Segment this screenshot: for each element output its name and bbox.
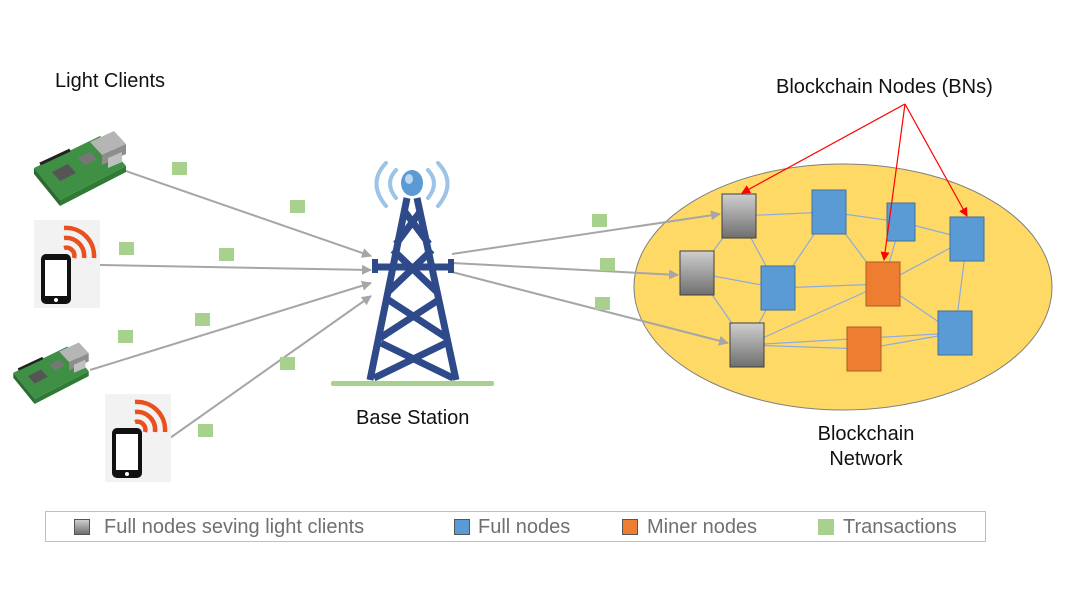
full-node bbox=[760, 265, 796, 311]
miner-node bbox=[846, 326, 882, 372]
miner-node bbox=[865, 261, 901, 307]
transaction-icon bbox=[198, 424, 213, 437]
legend-label: Full nodes bbox=[478, 515, 571, 538]
transaction-icon bbox=[195, 313, 210, 326]
legend: Full nodes seving light clients Full nod… bbox=[45, 511, 986, 542]
transaction-icon bbox=[592, 214, 607, 227]
legend-item-transactions: Transactions bbox=[818, 515, 957, 539]
blockchain-network-line2: Network bbox=[829, 448, 903, 470]
raspberry-pi-icon bbox=[13, 342, 89, 404]
blockchain-network-line1: Blockchain bbox=[817, 423, 915, 445]
full-node bbox=[949, 216, 985, 262]
bn-callout-arrows bbox=[741, 103, 968, 261]
full-node-serving-light-clients bbox=[679, 250, 715, 296]
legend-label: Miner nodes bbox=[647, 515, 758, 538]
blockchain-network-label: Blockchain Network bbox=[796, 423, 936, 471]
transaction-icon bbox=[119, 242, 134, 255]
full-node bbox=[886, 202, 916, 242]
blockchain-nodes bbox=[679, 189, 985, 372]
legend-swatch-blue bbox=[454, 519, 470, 535]
legend-item-full-nodes: Full nodes bbox=[454, 515, 570, 539]
legend-item-miner-nodes: Miner nodes bbox=[622, 515, 757, 539]
transaction-icon bbox=[118, 330, 133, 343]
blockchain-nodes-label: Blockchain Nodes (BNs) bbox=[776, 76, 993, 98]
smartphone-icon bbox=[34, 220, 100, 308]
base-station-label: Base Station bbox=[356, 407, 470, 429]
legend-label: Full nodes seving light clients bbox=[104, 515, 365, 538]
legend-label: Transactions bbox=[843, 515, 957, 538]
full-node bbox=[811, 189, 847, 235]
transaction-icon bbox=[280, 357, 295, 370]
full-node bbox=[937, 310, 973, 356]
light-clients-label: Light Clients bbox=[55, 70, 166, 92]
transactions bbox=[118, 162, 615, 437]
transaction-icon bbox=[172, 162, 187, 175]
legend-swatch-green bbox=[818, 519, 834, 535]
tower-to-network-arrows bbox=[451, 210, 729, 346]
full-node-serving-light-clients bbox=[729, 322, 765, 368]
full-node-serving-light-clients bbox=[721, 193, 757, 239]
raspberry-pi-icon bbox=[34, 131, 126, 206]
cell-tower-icon bbox=[331, 161, 494, 386]
transaction-icon bbox=[595, 297, 610, 310]
client-to-tower-arrows bbox=[89, 169, 372, 439]
transaction-icon bbox=[290, 200, 305, 213]
transaction-icon bbox=[219, 248, 234, 261]
legend-swatch-gray bbox=[74, 519, 90, 535]
smartphone-icon bbox=[105, 394, 171, 482]
legend-item-full-nodes-serving: Full nodes seving light clients bbox=[74, 515, 364, 539]
transaction-icon bbox=[600, 258, 615, 271]
legend-swatch-orange bbox=[622, 519, 638, 535]
